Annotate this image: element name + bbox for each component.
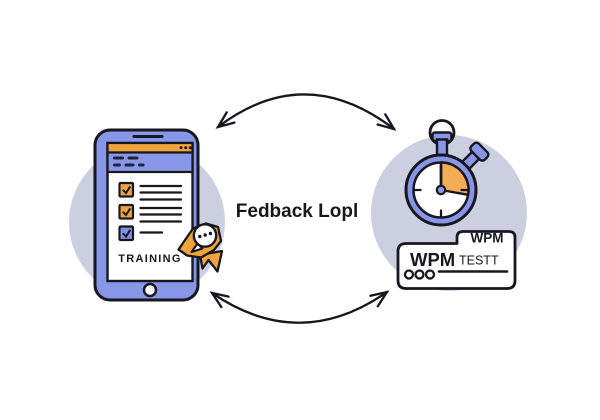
curved-arrow-top [215,93,397,131]
award-ribbon-badge [177,222,224,273]
arrowhead-right-icon [376,113,397,131]
checkmark-icon [122,185,132,195]
stopwatch-center-pin [435,184,447,196]
checkbox-checked-icon [118,181,135,198]
checkmark-icon [122,207,132,217]
wpm-dots-icon [403,269,436,280]
checklist-row [118,203,183,223]
curved-arrow-bottom [209,290,390,324]
phone-screen-label: TRAINING [118,253,182,265]
checklist-row [118,181,183,201]
checklist [118,181,183,242]
wpm-title: WPM [410,249,455,270]
center-label: Fedback Lopl [236,201,358,222]
arrowhead-left-icon [209,291,230,309]
checkbox-checked-icon [118,225,135,242]
screen-header [106,151,194,174]
arrowhead-left-icon [215,111,236,129]
arrowhead-right-icon [369,290,390,308]
wpm-tab-label: WPM [471,231,504,246]
arrow-arc [216,93,396,131]
stopwatch-illustration [404,119,490,227]
wpm-subtitle: TESTT [459,254,499,268]
arrow-arc [210,290,389,324]
home-button [142,282,158,298]
header-text-dashes-icon [113,156,145,167]
checkmark-icon [122,229,132,239]
wpm-speech-panel: WPM WPM TESTT [396,230,517,290]
checkbox-checked-icon [118,203,135,220]
ellipsis-dots-icon [198,231,213,239]
elapsed-sector [439,161,470,196]
topbar-menu-dots-icon [179,146,192,150]
checklist-row [118,225,164,242]
smartphone-illustration: TRAINING [93,128,200,302]
